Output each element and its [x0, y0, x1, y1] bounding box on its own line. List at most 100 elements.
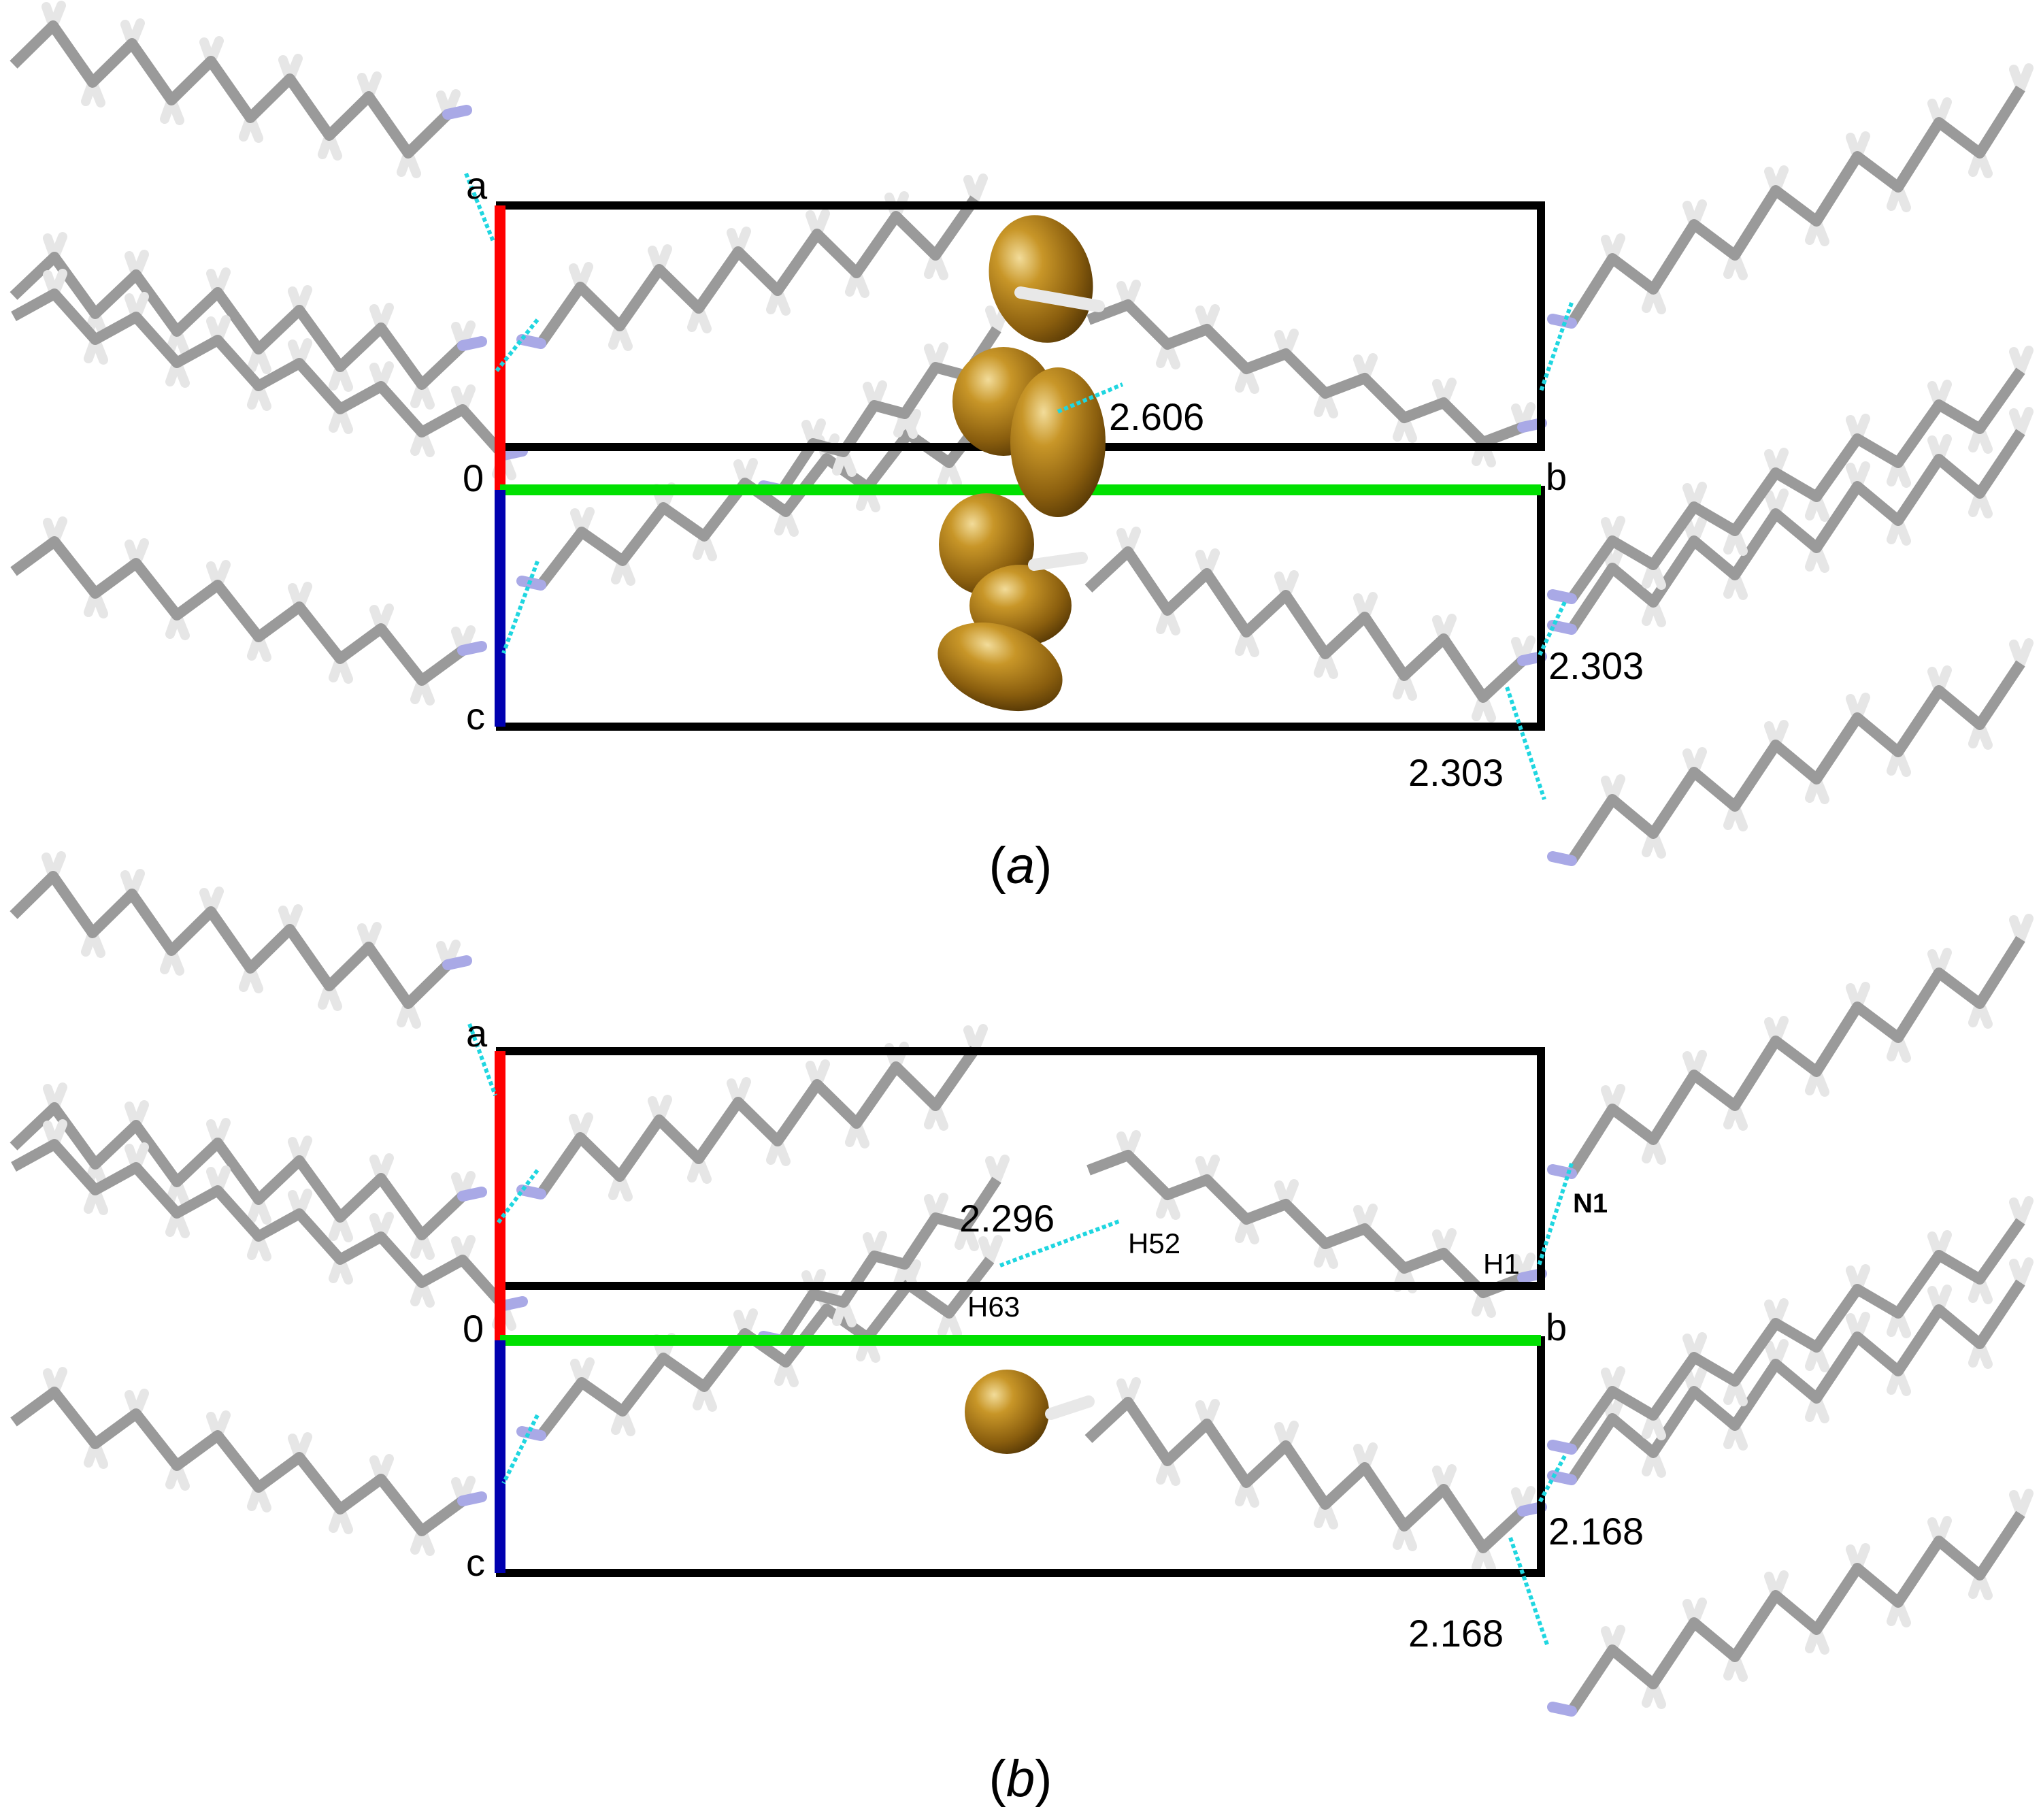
panel-b-chain: [1086, 1130, 1547, 1318]
panel-b-origin-label: 0: [463, 1307, 484, 1350]
panel-b-chain: [10, 1367, 487, 1556]
panel-b-amine-nitrogen: [442, 955, 472, 970]
panel-a-amine-nitrogen: [442, 105, 472, 120]
panel-b-chain: [10, 1082, 487, 1260]
panel-b-labels: a b c 0 2.296 2.168 2.168 H52 H63 H1 N1: [463, 1012, 1644, 1655]
panel-b-hydrogen: [2016, 914, 2034, 944]
panel-b-chain: [10, 851, 472, 1029]
panel-b-amine-nitrogen: [498, 1296, 528, 1311]
panel-b-atom-label-h1: H1: [1483, 1248, 1520, 1280]
panel-a-chain: [1547, 346, 2034, 604]
panel-b-distance-1: 2.296: [959, 1197, 1055, 1240]
panel-a-amine-nitrogen: [457, 336, 487, 351]
panel-b-chain: [1084, 1377, 1547, 1573]
panel-a-axis-label-b: b: [1546, 455, 1567, 498]
panel-b-backbone: [536, 1046, 980, 1197]
panel-a-amine-nitrogen: [1547, 851, 1577, 866]
panel-b-hydrogen: [970, 1024, 988, 1054]
panel-b-backbone: [10, 1387, 466, 1536]
panel-a-axis-label-a: a: [466, 164, 488, 207]
panel-a-backbone: [10, 20, 452, 159]
panel-a-amine-nitrogen: [1547, 589, 1577, 604]
panel-b-distance-3: 2.168: [1408, 1612, 1504, 1655]
panel-b-backbone: [1567, 1279, 2025, 1483]
panel-b-molecules: [10, 851, 2034, 1717]
panel-a-amine-nitrogen: [1547, 620, 1577, 635]
panel-a-hydrogen-bonds: [464, 172, 1574, 800]
panel-a-backbone: [11, 288, 508, 459]
panel-b-backbone: [11, 1139, 508, 1310]
panel-b-amine-nitrogen: [516, 1185, 546, 1199]
panel-a-distance-1: 2.606: [1109, 395, 1204, 438]
panel-a-distance-3: 2.303: [1408, 751, 1504, 794]
panel-a-backbone: [1567, 429, 2025, 633]
panel-a-amine-nitrogen: [516, 334, 546, 349]
panel-b-backbone: [1567, 1510, 2025, 1715]
panel-b-chain: [1547, 1196, 2034, 1455]
panel-a-chain: [516, 173, 988, 351]
panel-a-chain: [10, 516, 487, 706]
panel-b-backbone: [1567, 1218, 2025, 1453]
panel-a-hydrogen: [2016, 407, 2034, 437]
panel-b-hydrogen: [2016, 1489, 2034, 1519]
panel-a-backbone: [1084, 546, 1527, 703]
panel-a-chain: [1547, 63, 2034, 329]
panel-a-isosurface: [937, 215, 1106, 712]
panel-a-backbone: [1086, 299, 1525, 448]
panel-a-backbone: [536, 406, 995, 589]
panel-b-backbone: [1084, 1397, 1527, 1553]
panel-b-hydrogen: [985, 1235, 1003, 1265]
panel-b-backbone: [10, 1102, 467, 1240]
panel-b-axis-label-a: a: [466, 1012, 488, 1055]
panel-a-amine-nitrogen: [1547, 314, 1577, 329]
panel-b-atom-label-n1: N1: [1573, 1189, 1608, 1219]
panel-b-amine-nitrogen: [1547, 1440, 1577, 1455]
panel-b-axis-label-b: b: [1546, 1306, 1567, 1349]
panel-b-isosurface: [965, 1370, 1095, 1454]
panel-a-chain: [1547, 638, 2034, 866]
panel-a-backbone: [1567, 660, 2025, 864]
panel-b-amine-nitrogen: [1547, 1702, 1577, 1717]
panel-a-chain: [1086, 280, 1547, 467]
panel-a-chain: [1084, 527, 1547, 723]
panel-a-chain: [10, 1, 472, 178]
panel-a: a b c 0 2.606 2.303 2.303 (a): [10, 1, 2034, 895]
panel-b-backbone: [10, 871, 452, 1009]
panel-a-origin-label: 0: [463, 457, 484, 499]
panel-b-hydrogen: [2016, 1196, 2034, 1226]
panel-b-backbone: [778, 1176, 1001, 1344]
panel-a-hydrogen: [2016, 346, 2034, 376]
panel-b-atom-label-h63: H63: [967, 1291, 1020, 1323]
panel-b-amine-nitrogen: [516, 1426, 546, 1441]
panel-a-hydrogen: [2016, 63, 2034, 93]
panel-b-distance-2: 2.168: [1548, 1510, 1644, 1553]
panel-b-chain: [1547, 1257, 2034, 1485]
panel-b-backbone: [1567, 936, 2025, 1177]
panel-b-hydrogen: [992, 1155, 1010, 1185]
panel-b-chain: [1547, 1489, 2034, 1717]
panel-a-distance-2: 2.303: [1548, 644, 1644, 687]
panel-a-backbone: [1567, 85, 2025, 327]
panel-b-amine-nitrogen: [457, 1491, 487, 1506]
panel-a-hydrogen: [2016, 638, 2034, 668]
panel-b: a b c 0 2.296 2.168 2.168 H52 H63 H1 N1 …: [10, 851, 2034, 1808]
panel-a-amine-nitrogen: [457, 641, 487, 656]
panel-a-axis-label-c: c: [466, 695, 485, 738]
panel-a-backbone: [536, 195, 980, 347]
panel-a-chain: [10, 232, 487, 410]
panel-b-axis-label-c: c: [466, 1541, 485, 1584]
panel-b-hydrogen-bonds: [467, 1023, 1574, 1647]
panel-b-chain: [1547, 914, 2034, 1179]
panel-a-labels: a b c 0 2.606 2.303 2.303: [463, 164, 1644, 794]
panel-b-chain: [516, 1024, 988, 1202]
panel-b-caption: (b): [989, 1750, 1052, 1808]
panel-a-amine-nitrogen: [498, 446, 528, 461]
panel-b-atom-label-h52: H52: [1128, 1227, 1180, 1259]
panel-b-unit-cell: [495, 1047, 1545, 1577]
panel-b-amine-nitrogen: [457, 1187, 487, 1202]
panel-a-backbone: [10, 252, 467, 390]
panel-b-hydrogen: [2016, 1257, 2034, 1287]
panel-b-backbone: [1086, 1150, 1525, 1298]
panel-a-caption: (a): [989, 837, 1052, 895]
